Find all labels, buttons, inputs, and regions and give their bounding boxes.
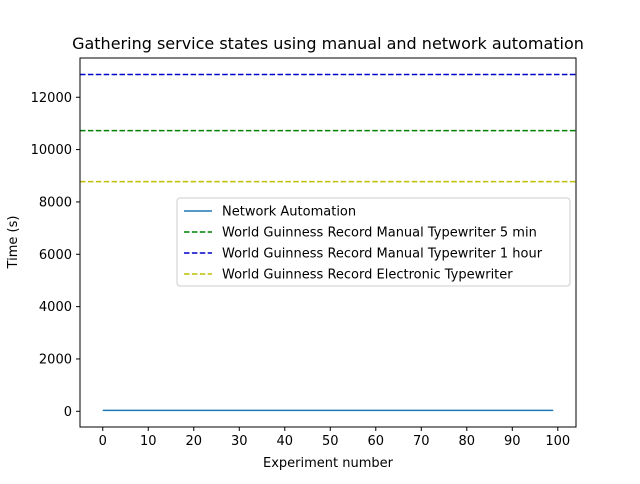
y-tick-label: 4000 <box>39 300 72 315</box>
x-tick-label: 40 <box>276 434 293 449</box>
x-tick-label: 70 <box>413 434 430 449</box>
legend-box <box>176 197 571 287</box>
y-axis-label: Time (s) <box>6 216 21 270</box>
x-tick-label: 90 <box>504 434 521 449</box>
legend-label: World Guinness Record Manual Typewriter … <box>222 226 537 241</box>
x-tick-label: 30 <box>231 434 248 449</box>
x-axis-label: Experiment number <box>263 456 394 471</box>
x-tick-label: 50 <box>322 434 339 449</box>
y-tick-label: 0 <box>64 405 72 420</box>
x-tick-label: 100 <box>545 434 570 449</box>
chart-title: Gathering service states using manual an… <box>72 34 584 53</box>
x-tick-label: 60 <box>368 434 385 449</box>
y-tick-label: 2000 <box>39 352 72 367</box>
x-tick-label: 20 <box>185 434 202 449</box>
legend-label: World Guinness Record Manual Typewriter … <box>222 247 543 262</box>
y-tick-label: 6000 <box>39 248 72 263</box>
y-tick-label: 10000 <box>31 143 72 158</box>
y-tick-label: 12000 <box>31 91 72 106</box>
y-tick-label: 8000 <box>39 195 72 210</box>
x-tick-label: 10 <box>140 434 157 449</box>
plot-frame <box>79 57 577 428</box>
legend-label: Network Automation <box>222 205 356 220</box>
x-tick-label: 0 <box>99 434 107 449</box>
legend-label: World Guinness Record Electronic Typewri… <box>222 268 513 283</box>
x-tick-label: 80 <box>459 434 476 449</box>
